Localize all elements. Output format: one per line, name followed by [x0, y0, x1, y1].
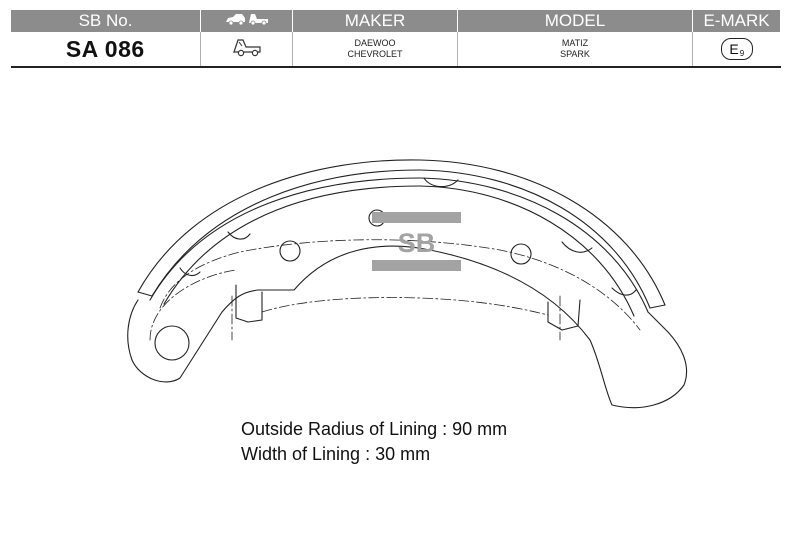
brake-shoe-drawing: SB	[127, 159, 688, 409]
spec-width: Width of Lining : 30 mm	[241, 444, 431, 464]
header-maker: MAKER	[292, 10, 458, 32]
web-holes	[154, 209, 532, 361]
header-sb-no: SB No.	[10, 10, 201, 32]
spring-notches	[179, 177, 637, 296]
vehicle-type-cell	[200, 32, 293, 68]
model-cell: MATIZ SPARK	[457, 32, 693, 68]
lining-specs: Outside Radius of Lining : 90 mm Width o…	[241, 417, 507, 467]
car-and-vehicle-icon	[225, 14, 268, 26]
brake-lining-outline	[137, 159, 666, 309]
part-number: SA 086	[10, 32, 201, 68]
spec-width-label: Width of Lining	[241, 444, 361, 464]
shoe-table-outline	[149, 177, 649, 317]
spec-table: SB No. MAKER MODEL E-MARK SA 086	[10, 10, 781, 68]
spec-radius-label: Outside Radius of Lining	[241, 419, 438, 439]
spec-outside-radius: Outside Radius of Lining : 90 mm	[241, 419, 508, 439]
header-emark: E-MARK	[692, 10, 781, 32]
maker-line-2: CHEVROLET	[347, 49, 403, 59]
header-model: MODEL	[457, 10, 693, 32]
table-header-row: SB No. MAKER MODEL E-MARK	[10, 10, 781, 32]
emark-cell: E9	[692, 32, 781, 68]
sb-logo-text: SB	[398, 228, 436, 258]
spec-width-value: 30 mm	[375, 444, 431, 464]
model-line-2: SPARK	[560, 49, 590, 59]
maker-cell: DAEWOO CHEVROLET	[292, 32, 458, 68]
emark-badge: E9	[720, 38, 753, 60]
sb-logo: SB	[372, 212, 461, 271]
vehicle-type-icon	[232, 38, 261, 56]
maker-line-1: DAEWOO	[354, 38, 396, 48]
header-vehicle-type	[200, 10, 293, 32]
spec-radius-value: 90 mm	[452, 419, 508, 439]
emark-number: 9	[739, 49, 745, 58]
part-number-text: SA 086	[65, 35, 145, 62]
dash-dot-centerlines	[149, 239, 641, 341]
model-line-1: MATIZ	[561, 38, 589, 48]
emark-letter: E	[729, 41, 739, 57]
table-row: SA 086 DAEWOO CHEVROLET MATIZ SPARK E9	[10, 32, 781, 68]
